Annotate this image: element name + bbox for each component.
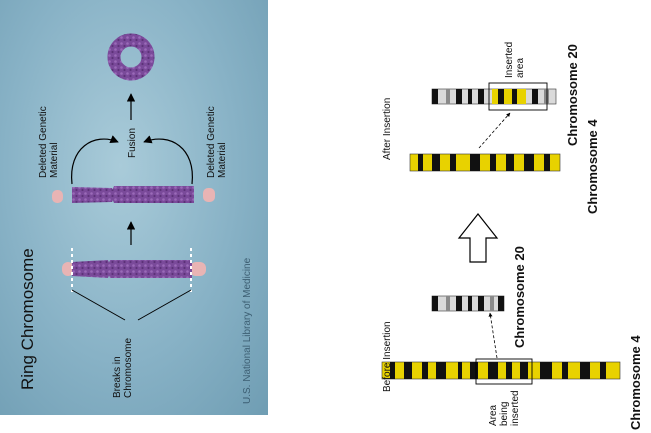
chromosome-20-before: [431, 295, 505, 312]
chromosome-4-label-before: Chromosome 4: [628, 335, 643, 430]
middle-arm-short: [72, 187, 114, 203]
fusion-arrow-left: [71, 135, 119, 185]
breaks-pointer-right: [137, 289, 192, 321]
chromosome-after-deletion: [52, 186, 215, 203]
chromosome-20-label-after: Chromosome 20: [565, 44, 580, 146]
chromosome-with-breaks: [62, 248, 206, 292]
inserted-area-box: [488, 82, 548, 111]
credit-text: U.S. National Library of Medicine: [242, 257, 253, 404]
ring-chromosome-title: Ring Chromosome: [18, 248, 37, 390]
deleted-fragment-left: [52, 190, 63, 203]
chromosome-4-label-after: Chromosome 4: [585, 119, 600, 214]
chromosome-4-before: [381, 358, 621, 385]
before-insertion-label: Before Insertion: [382, 321, 393, 392]
fusion-arrow-right: [143, 135, 193, 185]
hollow-arrow-up: [457, 213, 499, 263]
after-insertion-label: After Insertion: [382, 97, 393, 160]
breaks-pointer-left: [71, 289, 126, 321]
area-being-inserted-label: Area being inserted: [488, 390, 521, 426]
area-being-inserted-box: [475, 358, 533, 385]
fusion-label: Fusion: [127, 127, 138, 158]
insertion-pointer-after: [478, 112, 511, 149]
chromosome-20-label-before: Chromosome 20: [512, 246, 527, 348]
ring-chromosome: [107, 33, 155, 81]
chromosome-4-after: [409, 153, 561, 172]
insertion-pointer-before: [488, 312, 498, 359]
deleted-material-label-right: Deleted Genetic Material: [206, 106, 228, 178]
chromosome-20-after: [431, 82, 557, 111]
deleted-material-label-left: Deleted Genetic Material: [38, 106, 60, 178]
deleted-end-right: [190, 262, 206, 276]
deleted-fragment-right: [203, 188, 215, 202]
chromosome-arm-short: [72, 260, 110, 278]
breaks-in-chromosome-label: Breaks in Chromosome: [112, 337, 134, 398]
inserted-area-label: Inserted area: [504, 41, 526, 78]
middle-arm-long: [112, 186, 194, 203]
chromosome-arm-long: [108, 260, 192, 278]
